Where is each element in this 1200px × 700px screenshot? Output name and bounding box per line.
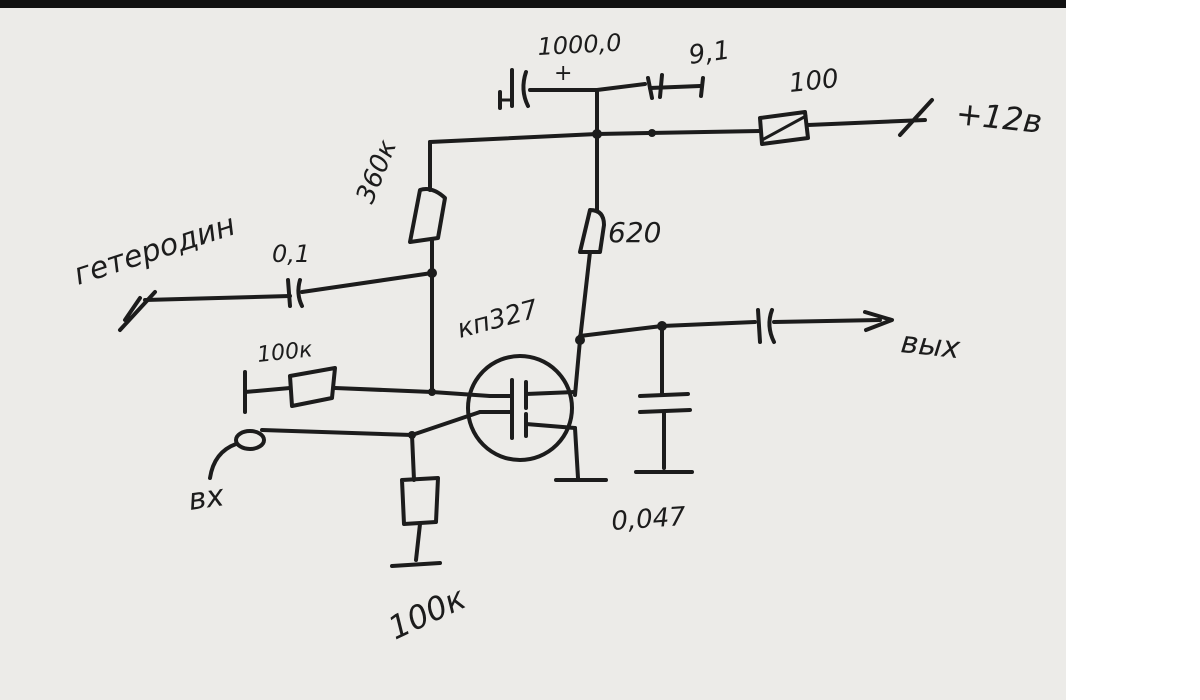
wire-top-cap xyxy=(528,82,647,92)
resistor-620 xyxy=(578,208,606,254)
wire-gate1-top xyxy=(410,433,416,482)
capacitor-0-1 xyxy=(286,278,304,308)
resistor-100k-gate1 xyxy=(400,476,440,526)
label-input: вх xyxy=(186,478,226,518)
oscillator-arrow xyxy=(118,290,157,332)
capacitor-0-047 xyxy=(638,392,692,414)
scan-top-edge xyxy=(0,0,1066,8)
wire-gate1-bottom xyxy=(414,522,422,562)
input-terminal xyxy=(208,429,266,480)
paper-sheet xyxy=(0,0,1066,700)
ground-gate1 xyxy=(390,561,442,568)
supply-capacitor-1000 xyxy=(498,68,530,110)
junction-rail xyxy=(648,129,656,137)
wire-oscillator-2 xyxy=(300,271,434,294)
supply-terminal-arrow xyxy=(898,98,934,137)
label-supply: +12в xyxy=(954,94,1044,141)
wire-output-arrow xyxy=(772,318,882,324)
label-c-supply: 1000,0 xyxy=(537,29,622,61)
resistor-100k-gate2 xyxy=(288,366,337,408)
label-c-oscillator: 0,1 xyxy=(272,240,310,268)
wire-source-ground xyxy=(573,426,580,480)
label-r-gate1: 100к xyxy=(382,579,472,648)
label-r-drain: 620 xyxy=(608,216,661,249)
wire-gate2-left xyxy=(243,386,292,394)
wire-oscillator xyxy=(143,294,292,302)
resistor-9-1 xyxy=(646,73,705,100)
label-r-gate-top: 360к xyxy=(351,136,403,208)
wire-drain xyxy=(573,250,592,397)
resistor-100 xyxy=(758,110,810,146)
wire-gate2-right xyxy=(333,386,492,398)
output-arrow xyxy=(863,310,894,332)
transistor-symbol xyxy=(466,354,577,462)
output-capacitor xyxy=(756,308,776,344)
label-c-output: 0,047 xyxy=(610,502,687,537)
wire-input xyxy=(260,410,482,437)
label-r-small: 9,1 xyxy=(687,35,732,70)
wire-output xyxy=(578,320,757,338)
label-oscillator: гетеродин xyxy=(70,208,240,293)
junction-gate2 xyxy=(428,388,436,396)
label-plus-sign: + xyxy=(554,61,572,86)
resistor-360k xyxy=(408,187,447,244)
label-r-gate2: 100к xyxy=(256,337,314,368)
wire-to-supply xyxy=(806,118,927,127)
label-r-supply: 100 xyxy=(788,64,841,99)
label-transistor: кп327 xyxy=(454,294,542,344)
label-output: вых xyxy=(899,325,962,366)
